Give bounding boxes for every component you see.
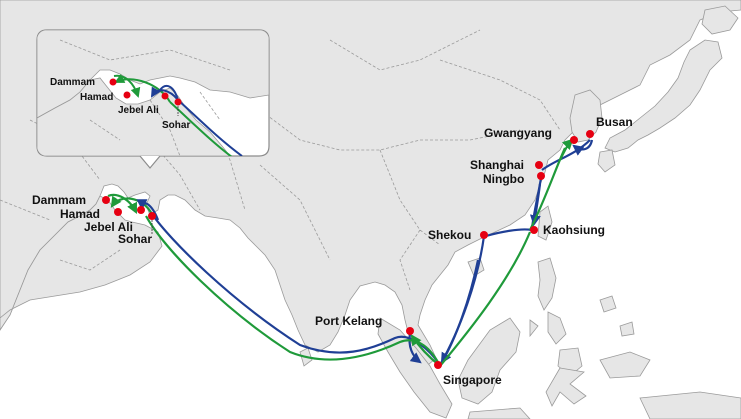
port-dot-port-kelang[interactable]	[406, 327, 414, 335]
inset-callout: Dammam Hamad Jebel Ali Sohar	[36, 29, 270, 169]
land-hokkaido	[701, 5, 739, 35]
label-hamad: Hamad	[60, 207, 100, 221]
label-busan: Busan	[596, 115, 633, 129]
inset-port-jebel-ali[interactable]	[161, 92, 169, 100]
port-dot-shekou[interactable]	[480, 231, 488, 239]
port-dot-dammam[interactable]	[102, 196, 110, 204]
port-dot-ningbo[interactable]	[537, 172, 545, 180]
inset-route-blue-gulf	[150, 86, 179, 101]
port-dot-hamad[interactable]	[114, 208, 122, 216]
inset-route-green	[169, 101, 237, 156]
route-blue	[151, 139, 591, 368]
land-borneo	[457, 317, 521, 405]
land-sulawesi	[545, 367, 587, 407]
land-kyushu	[597, 149, 616, 173]
port-dot-shanghai[interactable]	[535, 161, 543, 169]
route-blue-gulf	[136, 199, 160, 221]
port-dot-kaohsiung[interactable]	[530, 226, 538, 234]
inset-label-hamad: Hamad	[80, 92, 113, 103]
inset-route-blue	[159, 84, 243, 156]
port-dot-busan[interactable]	[586, 130, 594, 138]
route-blue-arrow-1	[440, 259, 480, 364]
label-sohar: Sohar	[118, 232, 152, 246]
label-dammam: Dammam	[32, 193, 86, 207]
port-dot-gwangyang[interactable]	[570, 136, 578, 144]
port-dot-singapore[interactable]	[434, 361, 442, 369]
port-labels: Dammam Hamad Jebel Ali Sohar Port Kelang…	[32, 115, 633, 387]
land-java	[467, 407, 531, 419]
route-green-gulf-2	[107, 193, 137, 214]
port-dot-jebel-ali[interactable]	[137, 206, 145, 214]
inset-label-dammam: Dammam	[50, 77, 95, 88]
label-kaohsiung: Kaohsiung	[543, 223, 605, 237]
inset-label-jebel-ali: Jebel Ali	[118, 105, 159, 116]
inset-route-green-gulf-2	[113, 74, 141, 98]
land-japan	[604, 39, 723, 153]
inset-port-dammam[interactable]	[109, 78, 117, 86]
route-blue-arrow-2	[572, 139, 594, 156]
inset-port-sohar[interactable]	[174, 98, 182, 106]
inset-borders	[59, 39, 231, 156]
inset-port-hamad[interactable]	[123, 91, 131, 99]
label-gwangyang: Gwangyang	[484, 126, 552, 140]
land-islands-east	[599, 295, 741, 419]
label-shanghai: Shanghai	[470, 158, 524, 172]
port-dot-sohar[interactable]	[148, 212, 156, 220]
label-shekou: Shekou	[428, 228, 471, 242]
label-ningbo: Ningbo	[483, 172, 524, 186]
border-lines	[0, 29, 561, 291]
label-jebel-ali: Jebel Ali	[84, 220, 133, 234]
land-philippines	[529, 257, 583, 377]
ports-main	[102, 130, 594, 369]
route-blue-arrow-4	[408, 333, 422, 364]
route-green-gulf	[110, 195, 153, 215]
land-arabia	[0, 195, 163, 331]
inset-label-sohar: Sohar	[162, 120, 190, 131]
label-port-kelang: Port Kelang	[315, 314, 382, 328]
land-taiwan	[537, 205, 553, 241]
label-singapore: Singapore	[443, 373, 502, 387]
